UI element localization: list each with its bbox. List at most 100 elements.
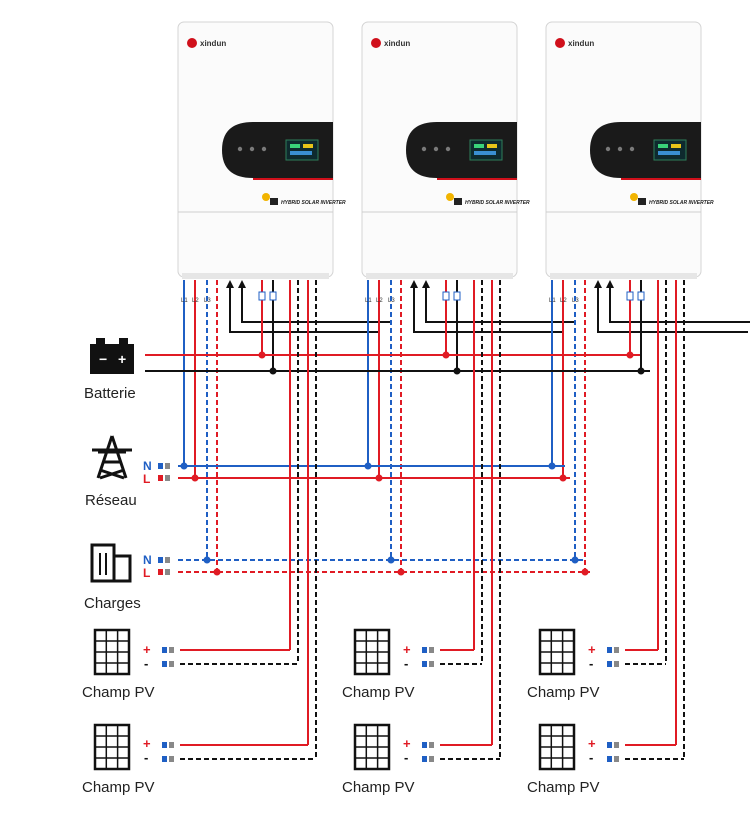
comm-wire	[229, 282, 380, 333]
fuse-icon	[258, 291, 266, 301]
arrow-head-icon	[594, 280, 602, 288]
display-panel	[590, 122, 701, 178]
connector-plug-icon	[162, 661, 167, 667]
connector-plug-icon	[422, 742, 427, 748]
phase-label: L3	[572, 298, 579, 304]
indicator-led-icon	[237, 146, 243, 152]
pv-array-label: Champ PV	[527, 684, 600, 701]
inverter-tagline: HYBRID SOLAR INVERTER	[465, 200, 530, 206]
connector-plug-icon	[422, 661, 427, 667]
grid-label: Réseau	[85, 492, 137, 509]
lcd-segment	[474, 144, 484, 148]
lcd-segment	[303, 144, 313, 148]
power-tower-icon	[92, 435, 132, 480]
pv-minus-label: -	[144, 750, 148, 765]
indicator-led-icon	[421, 146, 427, 152]
connector-plug-icon	[614, 742, 619, 748]
pv-array-label: Champ PV	[82, 684, 155, 701]
lcd-screen	[653, 139, 687, 161]
pv-minus-label: -	[589, 656, 593, 671]
connector-plug-icon	[162, 756, 167, 762]
phase-label: L1	[549, 298, 556, 304]
grid-n-label: N	[143, 459, 152, 473]
connector-plug-icon	[169, 756, 174, 762]
connector-plug-icon	[429, 756, 434, 762]
brand-name: xindun	[200, 39, 226, 48]
arrow-head-icon	[238, 280, 246, 288]
pv-minus-label: -	[589, 750, 593, 765]
indicator-led-icon	[249, 146, 255, 152]
phase-label: L3	[388, 298, 395, 304]
solar-panel-icon	[93, 723, 131, 771]
comm-wire	[609, 282, 750, 323]
connector-plug-icon	[422, 756, 427, 762]
indicator-led-icon	[433, 146, 439, 152]
fuse-icon	[626, 291, 634, 301]
connector-plug-icon	[607, 661, 612, 667]
lcd-segment	[658, 151, 680, 155]
phase-label: L2	[560, 298, 567, 304]
connector-plug-icon	[614, 756, 619, 762]
grid-l-label: L	[143, 472, 150, 486]
fuse-icon	[637, 291, 645, 301]
connector-plug-icon	[165, 569, 170, 575]
comm-wire	[425, 282, 576, 323]
arrow-head-icon	[226, 280, 234, 288]
comm-wire	[597, 282, 748, 333]
phase-label: L3	[204, 298, 211, 304]
connector-plug-icon	[422, 647, 427, 653]
sun-icon	[262, 193, 270, 201]
connectors	[158, 291, 645, 762]
pv-minus-label: -	[404, 750, 408, 765]
pv-plus-label: +	[588, 736, 596, 751]
battery-plus-sign: +	[118, 351, 126, 367]
battery-body	[90, 344, 134, 374]
inverter-base	[182, 273, 329, 279]
building-icon	[90, 543, 132, 583]
connector-plug-icon	[165, 557, 170, 563]
fuse-icon	[453, 291, 461, 301]
inverter-base	[366, 273, 513, 279]
pv-minus-label: -	[404, 656, 408, 671]
brand-name: xindun	[384, 39, 410, 48]
arrow-head-icon	[606, 280, 614, 288]
display-panel	[406, 122, 517, 178]
solar-panel-icon	[538, 628, 576, 676]
pv-plus-label: +	[588, 642, 596, 657]
lcd-segment	[671, 144, 681, 148]
connector-plug-icon	[158, 569, 163, 575]
connector-plug-icon	[162, 742, 167, 748]
connector-plug-icon	[169, 647, 174, 653]
loads-l-label: L	[143, 566, 150, 580]
loads-label: Charges	[84, 595, 141, 612]
battery-terminal	[96, 338, 105, 344]
device-icons: −+	[90, 338, 576, 771]
pv-plus-label: +	[143, 736, 151, 751]
building-annex	[112, 554, 132, 583]
lcd-segment	[474, 151, 496, 155]
pv-array-label: Champ PV	[82, 779, 155, 796]
indicator-led-icon	[617, 146, 623, 152]
connector-plug-icon	[614, 661, 619, 667]
connector-plug-icon	[429, 647, 434, 653]
tower-lattice	[92, 435, 132, 480]
wires	[145, 280, 750, 760]
pv-plus-label: +	[403, 642, 411, 657]
connector-plug-icon	[165, 463, 170, 469]
connector-plug-icon	[607, 756, 612, 762]
solar-panel-icon	[353, 723, 391, 771]
connector-plug-icon	[158, 557, 163, 563]
connector-plug-icon	[169, 742, 174, 748]
sun-icon	[630, 193, 638, 201]
solar-panel-icon	[353, 628, 391, 676]
connector-plug-icon	[429, 661, 434, 667]
inverter-tagline: HYBRID SOLAR INVERTER	[649, 200, 714, 206]
connector-plug-icon	[162, 647, 167, 653]
lcd-screen	[285, 139, 319, 161]
panel-mini-icon	[638, 198, 646, 205]
